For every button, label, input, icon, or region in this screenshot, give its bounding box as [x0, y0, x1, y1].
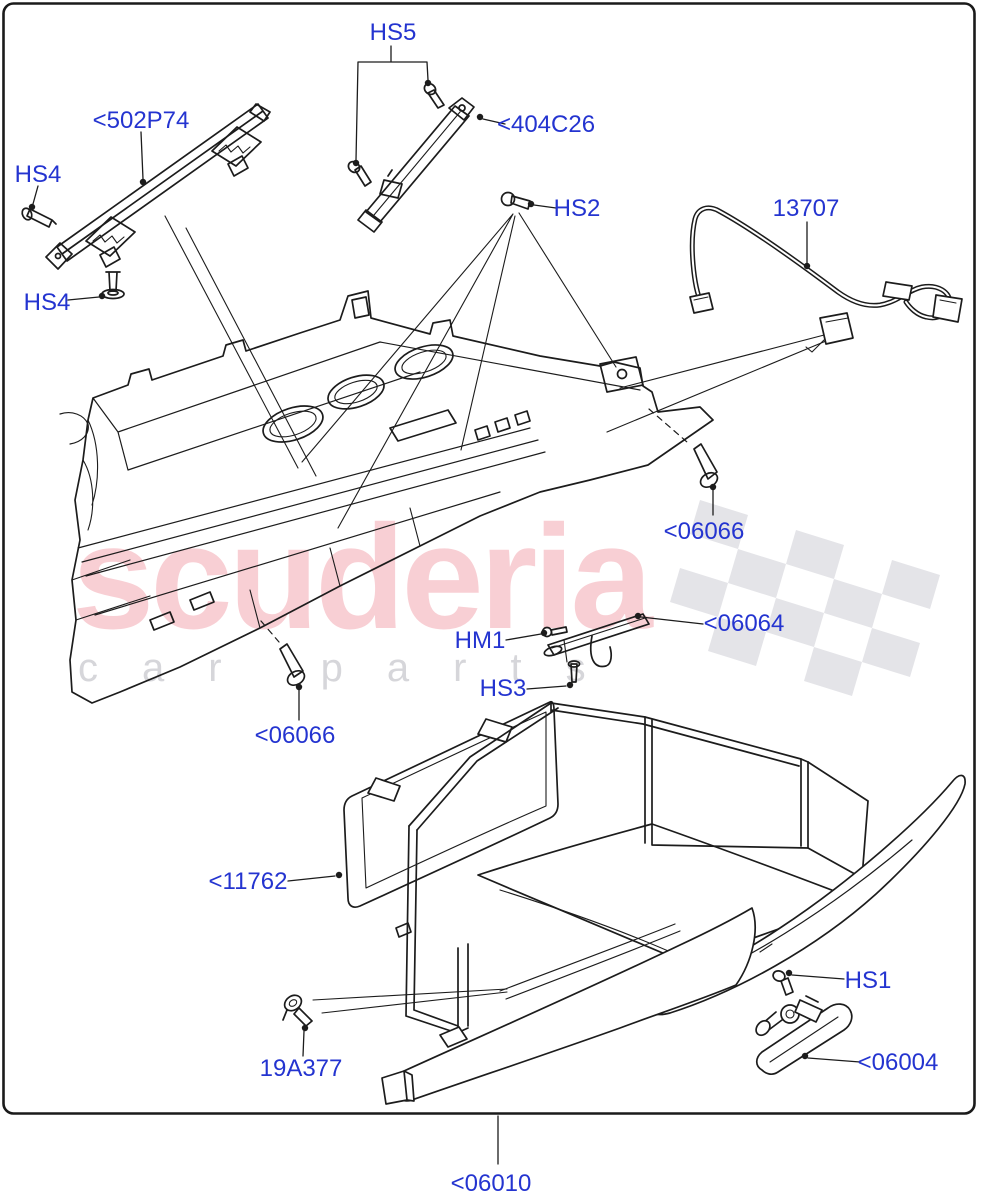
flag-cell — [804, 647, 862, 696]
glovebox-door-skirt-drawing — [382, 908, 755, 1104]
latch-06004-drawing — [753, 996, 852, 1074]
line-art — [20, 46, 965, 1164]
main-housing-unit-drawing — [60, 291, 713, 703]
part-label-hs4-upper[interactable]: HS4 — [15, 161, 62, 188]
sensor-06066-left-drawing — [261, 621, 307, 688]
flag-cell — [824, 579, 882, 628]
leader-dot — [527, 200, 535, 208]
leader-dot — [801, 1052, 809, 1060]
part-label-06004[interactable]: <06004 — [858, 1049, 939, 1076]
part-label-11762[interactable]: <11762 — [209, 868, 288, 895]
part-label-06066-right[interactable]: <06066 — [664, 518, 745, 545]
glovebox-panel-11762-drawing — [344, 702, 558, 907]
diagram-border — [2, 2, 976, 1115]
part-label-19a377[interactable]: 19A377 — [260, 1055, 343, 1082]
leader-dot — [335, 871, 343, 879]
leader-dot — [709, 483, 717, 491]
watermark: scuderia car parts — [72, 495, 940, 696]
part-label-hs5[interactable]: HS5 — [370, 19, 417, 46]
leader-dot — [476, 113, 484, 121]
leader-dot — [139, 178, 147, 186]
flag-cell — [862, 628, 920, 677]
flag-cell — [882, 560, 940, 609]
part-label-13707[interactable]: 13707 — [773, 195, 840, 222]
flag-cell — [708, 617, 766, 666]
flag-cell — [670, 568, 728, 617]
screw-hs1-drawing — [772, 969, 793, 995]
checkered-flag-watermark — [670, 500, 940, 696]
screw-hs2-drawing — [502, 193, 531, 210]
part-label-502p74[interactable]: <502P74 — [93, 107, 190, 134]
flag-cell — [766, 598, 824, 647]
screw-hs4-lower-drawing — [102, 272, 124, 299]
mounting-rail-502p74-drawing — [46, 104, 270, 269]
part-label-06010[interactable]: <06010 — [451, 1170, 532, 1197]
leader-dot — [295, 683, 303, 691]
leader-dot — [98, 292, 106, 300]
leader-lines — [33, 119, 860, 1164]
part-label-hs2[interactable]: HS2 — [554, 195, 601, 222]
watermark-title: scuderia — [72, 495, 654, 660]
part-label-06064[interactable]: <06064 — [704, 610, 785, 637]
part-label-hs4-lower[interactable]: HS4 — [24, 289, 71, 316]
part-label-404c26[interactable]: <404C26 — [497, 111, 595, 138]
part-label-hs1[interactable]: HS1 — [845, 967, 892, 994]
screw-hs4-upper-drawing — [20, 207, 56, 227]
leader-dot — [540, 629, 548, 637]
part-label-hs3[interactable]: HS3 — [480, 675, 527, 702]
clip-19a377-drawing — [282, 992, 312, 1026]
leader-dot — [566, 681, 574, 689]
leader-dot — [634, 612, 642, 620]
leader-dot — [352, 159, 360, 167]
screw-hs5-right-drawing — [422, 81, 444, 108]
bracket-404c26-drawing — [358, 98, 474, 232]
leader-dot — [424, 79, 432, 87]
flag-cell — [728, 549, 786, 598]
leader-dot — [28, 203, 36, 211]
wiring-harness-13707-drawing — [690, 208, 962, 352]
part-label-hm1[interactable]: HM1 — [455, 627, 506, 654]
flag-cell — [690, 500, 748, 549]
leader-dot — [785, 969, 793, 977]
sensor-06066-right-drawing — [649, 409, 720, 490]
screw-hs5-leader-tree — [356, 46, 428, 160]
part-label-06066-left[interactable]: <06066 — [255, 722, 336, 749]
leader-dot — [301, 1024, 309, 1032]
flag-cell — [786, 530, 844, 579]
glovebox-bin-drawing — [396, 703, 868, 1033]
leader-dot — [803, 262, 811, 270]
bracket-06064-drawing — [543, 614, 650, 682]
leader-dots — [28, 79, 811, 1060]
watermark-subtitle: car parts — [78, 646, 630, 690]
